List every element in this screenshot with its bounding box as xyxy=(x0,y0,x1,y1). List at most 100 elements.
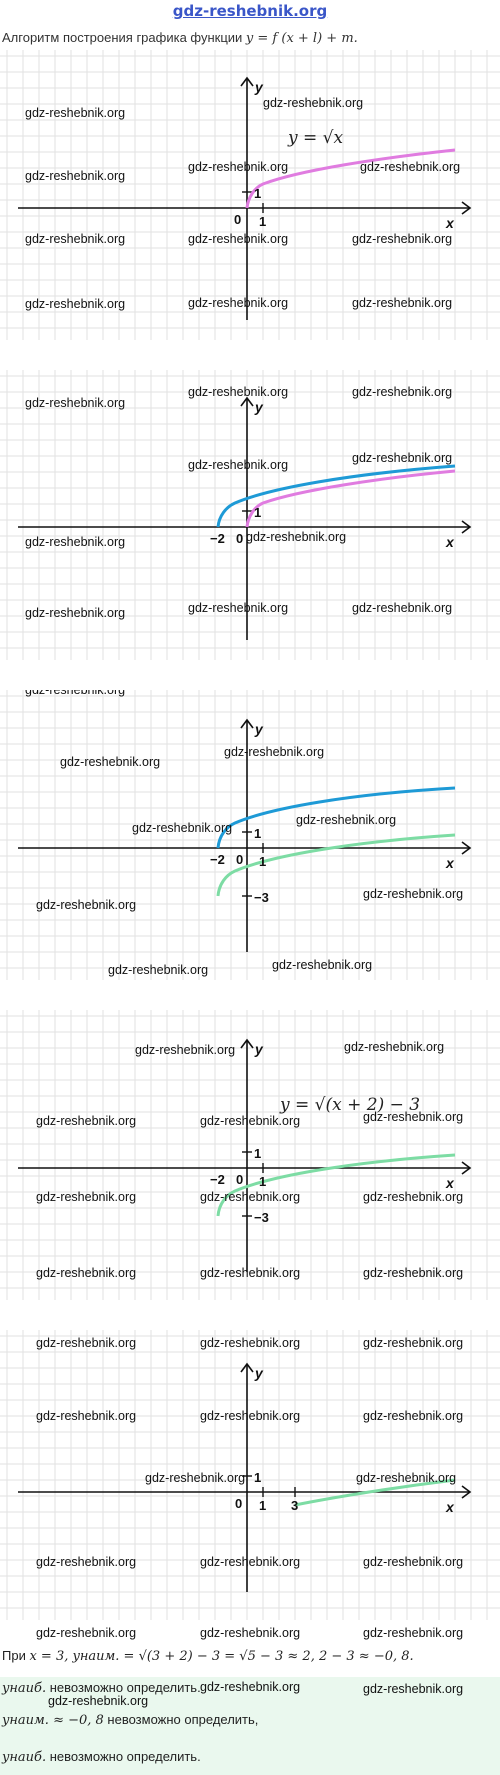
watermark: gdz-reshebnik.org xyxy=(352,232,452,246)
tick-one-x: 1 xyxy=(259,214,266,229)
watermark: gdz-reshebnik.org xyxy=(296,813,396,827)
curve-sqrt-x xyxy=(245,469,456,528)
watermark: gdz-reshebnik.org xyxy=(188,232,288,246)
watermark: gdz-reshebnik.org xyxy=(363,1110,463,1124)
watermark: gdz-reshebnik.org xyxy=(25,232,125,246)
tick-one-x: 1 xyxy=(259,1498,266,1513)
watermark: gdz-reshebnik.org xyxy=(224,745,324,759)
watermark: gdz-reshebnik.org xyxy=(272,958,372,972)
footer-line-3: yнаим. ≈ −0, 8 невозможно определить, xyxy=(2,1712,258,1728)
watermark: gdz-reshebnik.org xyxy=(188,385,288,399)
watermark: gdz-reshebnik.org xyxy=(263,96,363,110)
tick-minus-two: −2 xyxy=(210,852,225,867)
graph-panel-4: y x −2 0 1 1 −3 y = √(x + 2) − 3 gdz-res… xyxy=(0,1010,500,1300)
watermark: gdz-reshebnik.org xyxy=(188,296,288,310)
site-title[interactable]: gdz-reshebnik.org xyxy=(172,2,328,20)
watermarks: gdz-reshebnik.org gdz-reshebnik.org gdz-… xyxy=(36,1336,463,1569)
curve-sqrt-x-plus-2 xyxy=(216,464,456,528)
watermark: gdz-reshebnik.org xyxy=(60,755,160,769)
watermark: gdz-reshebnik.org xyxy=(25,690,125,697)
tick-zero: 0 xyxy=(236,852,243,867)
watermark: gdz-reshebnik.org xyxy=(36,1266,136,1280)
axes xyxy=(18,76,472,320)
tick-minus-three: −3 xyxy=(254,890,269,905)
watermarks: gdz-reshebnik.org gdz-reshebnik.org gdz-… xyxy=(25,96,460,311)
axis-y-label: y xyxy=(254,399,264,415)
watermark: gdz-reshebnik.org xyxy=(25,396,125,410)
watermark: gdz-reshebnik.org xyxy=(200,1555,300,1569)
footer-line-1: При x = 3, yнаим. = √(3 + 2) − 3 = √5 − … xyxy=(2,1648,414,1664)
footer-line-3-text: невозможно определить, xyxy=(103,1712,259,1727)
watermark: gdz-reshebnik.org xyxy=(145,1471,245,1485)
watermark: gdz-reshebnik.org xyxy=(363,1336,463,1350)
watermark: gdz-reshebnik.org xyxy=(200,1680,301,1694)
watermark: gdz-reshebnik.org xyxy=(200,1626,301,1640)
tick-three: 3 xyxy=(291,1498,298,1513)
footer-line-2: yнаиб. невозможно определить. xyxy=(2,1680,201,1696)
watermarks: gdz-reshebnik.org gdz-reshebnik.org gdz-… xyxy=(36,1040,463,1280)
watermark: gdz-reshebnik.org xyxy=(36,1114,136,1128)
axis-x-label: x xyxy=(445,855,455,871)
axis-x-label: x xyxy=(445,1499,455,1515)
axis-y-label: y xyxy=(254,1365,264,1381)
graph-panel-2: y x −2 0 1 gdz-reshebnik.org gdz-reshebn… xyxy=(0,370,500,660)
watermark: gdz-reshebnik.org xyxy=(135,1043,235,1057)
watermark: gdz-reshebnik.org xyxy=(363,1190,463,1204)
watermark: gdz-reshebnik.org xyxy=(360,160,460,174)
tick-zero: 0 xyxy=(236,1172,243,1187)
axis-x-label: x xyxy=(445,1175,455,1191)
tick-zero: 0 xyxy=(235,1496,242,1511)
watermark: gdz-reshebnik.org xyxy=(25,535,125,549)
axes xyxy=(18,1038,472,1272)
curve-sqrt-x-plus-2 xyxy=(216,786,456,849)
grid xyxy=(0,690,500,980)
footer-line-3-math: yнаим. ≈ −0, 8 xyxy=(2,1713,104,1728)
tick-one-x: 1 xyxy=(259,854,266,869)
watermark: gdz-reshebnik.org xyxy=(246,530,346,544)
footer-line-2-math: yнаиб. xyxy=(2,1681,47,1696)
footer-line-4: yнаиб. невозможно определить. xyxy=(2,1749,201,1765)
watermark: gdz-reshebnik.org xyxy=(352,451,452,465)
grid xyxy=(0,50,500,340)
tick-one-y: 1 xyxy=(254,826,261,841)
axis-x-label: x xyxy=(445,534,455,550)
watermark: gdz-reshebnik.org xyxy=(200,1266,300,1280)
title-text: Алгоритм построения графика функции xyxy=(2,30,246,45)
curve-sqrt-x-plus-2-minus-3 xyxy=(216,1153,456,1217)
footer-line-4-math: yнаиб. xyxy=(2,1750,47,1765)
formula-label: y = √(x + 2) − 3 xyxy=(279,1095,420,1115)
watermark: gdz-reshebnik.org xyxy=(36,1409,136,1423)
watermark: gdz-reshebnik.org xyxy=(352,296,452,310)
watermark: gdz-reshebnik.org xyxy=(48,1694,149,1708)
watermark: gdz-reshebnik.org xyxy=(363,887,463,901)
watermark: gdz-reshebnik.org xyxy=(363,1555,463,1569)
watermark: gdz-reshebnik.org xyxy=(25,106,125,120)
watermark: gdz-reshebnik.org xyxy=(36,1190,136,1204)
axes xyxy=(18,396,472,640)
tick-one-y: 1 xyxy=(254,1470,261,1485)
footer-line-1-prefix: При xyxy=(2,1648,30,1663)
tick-zero: 0 xyxy=(236,531,243,546)
watermark: gdz-reshebnik.org xyxy=(132,821,232,835)
axis-y-label: y xyxy=(254,721,264,737)
watermark: gdz-reshebnik.org xyxy=(36,1626,137,1640)
watermark: gdz-reshebnik.org xyxy=(356,1471,456,1485)
axis-y-label: y xyxy=(254,79,264,95)
footer-line-1-math: x = 3, yнаим. = √(3 + 2) − 3 = √5 − 3 ≈ … xyxy=(29,1649,414,1664)
axis-x-label: x xyxy=(445,215,455,231)
axis-y-label: y xyxy=(254,1041,264,1057)
watermark: gdz-reshebnik.org xyxy=(188,160,288,174)
watermark: gdz-reshebnik.org xyxy=(108,963,208,977)
footer-line-4-text: невозможно определить. xyxy=(46,1749,201,1764)
watermark: gdz-reshebnik.org xyxy=(344,1040,444,1054)
watermark: gdz-reshebnik.org xyxy=(188,458,288,472)
watermark: gdz-reshebnik.org xyxy=(200,1409,300,1423)
watermark: gdz-reshebnik.org xyxy=(25,606,125,620)
highlight-band xyxy=(0,1677,500,1775)
curve-sqrt-x-plus-2-minus-3 xyxy=(216,833,456,897)
tick-one-y: 1 xyxy=(254,186,261,201)
tick-minus-two: −2 xyxy=(210,1172,225,1187)
watermark: gdz-reshebnik.org xyxy=(363,1409,463,1423)
axes xyxy=(18,718,472,952)
page-title: Алгоритм построения графика функции y = … xyxy=(2,30,358,46)
